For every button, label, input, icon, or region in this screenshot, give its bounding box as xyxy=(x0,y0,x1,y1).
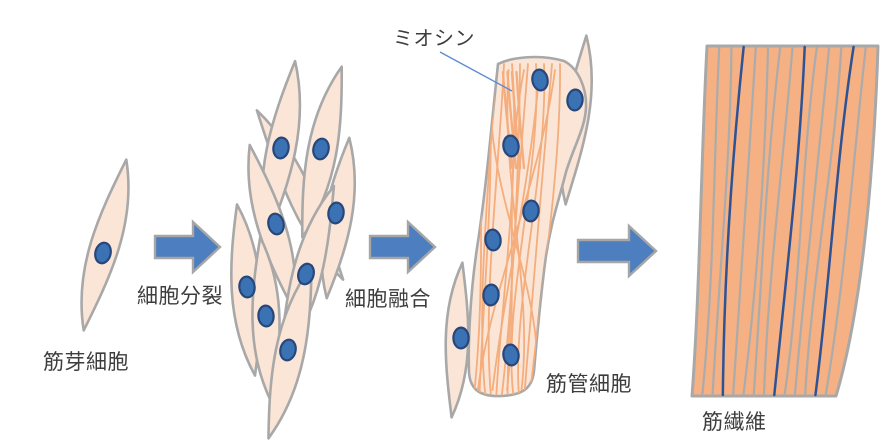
cell-nucleus xyxy=(297,262,315,286)
muscle-fiber-striation xyxy=(762,45,794,397)
cell-nucleus xyxy=(238,275,256,299)
myofibril-line xyxy=(529,63,561,395)
maturation-arrow-shape xyxy=(576,223,658,279)
muscle-fiber-stage xyxy=(690,44,880,398)
muscle-fiber-navy-striation xyxy=(773,45,806,397)
muscle-fiber-striation xyxy=(752,45,782,397)
label-muscle-fiber: 筋繊維 xyxy=(702,410,767,434)
cell-nucleus xyxy=(566,88,584,112)
muscle-fiber-navy-striation xyxy=(814,45,855,397)
cell-division-arrow-shape xyxy=(153,219,222,275)
cell-nucleus xyxy=(502,343,520,367)
cell-nucleus xyxy=(522,199,540,223)
muscle-fiber-striation xyxy=(711,45,733,397)
cell-nucleus xyxy=(327,201,345,225)
cell-nucleus xyxy=(502,134,520,158)
maturation-arrow xyxy=(576,223,658,279)
cell-nucleus xyxy=(257,304,275,328)
muscle-fiber-body xyxy=(690,44,880,398)
label-myosin: ミオシン xyxy=(393,26,475,50)
cell-nucleus xyxy=(482,283,500,307)
myosin-bundle-line xyxy=(515,70,526,170)
myoblast-cluster-stage xyxy=(230,59,357,440)
label-myoblast: 筋芽細胞 xyxy=(43,350,129,374)
cell-nucleus xyxy=(484,228,502,252)
cell-nucleus xyxy=(452,326,470,350)
cell-nucleus xyxy=(279,338,297,362)
muscle-fiber-striation xyxy=(742,45,770,397)
label-cell-fusion: 細胞融合 xyxy=(345,287,431,311)
cell-fusion-arrow-shape xyxy=(368,219,437,275)
myosin-bundle-line xyxy=(506,70,518,170)
cell-nucleus xyxy=(531,68,549,92)
cell-nucleus xyxy=(267,212,285,236)
muscle-fiber-navy-striation xyxy=(721,45,745,397)
myosin-bundle-line xyxy=(510,70,522,170)
muscle-fiber-striation xyxy=(793,45,831,397)
muscle-fiber-striation xyxy=(732,45,757,397)
myosin-bundle-line xyxy=(501,70,514,170)
label-myotube: 筋管細胞 xyxy=(546,372,632,396)
cell-fusion-arrow xyxy=(368,219,437,275)
label-cell-division: 細胞分裂 xyxy=(137,284,223,308)
muscle-fiber-striation xyxy=(824,45,867,397)
muscle-fiber-striation xyxy=(783,45,819,397)
cell-division-arrow xyxy=(153,219,222,275)
muscle-fiber-striation xyxy=(701,45,721,397)
cell-nucleus xyxy=(94,241,112,265)
muscle-fiber-striation xyxy=(804,45,843,397)
cell-nucleus xyxy=(312,137,330,161)
myotube-stage xyxy=(444,34,594,419)
myosin-leader-line xyxy=(439,51,513,92)
cell-nucleus xyxy=(272,136,290,160)
myotube-body xyxy=(467,55,588,398)
myoblast-stage xyxy=(80,158,130,332)
